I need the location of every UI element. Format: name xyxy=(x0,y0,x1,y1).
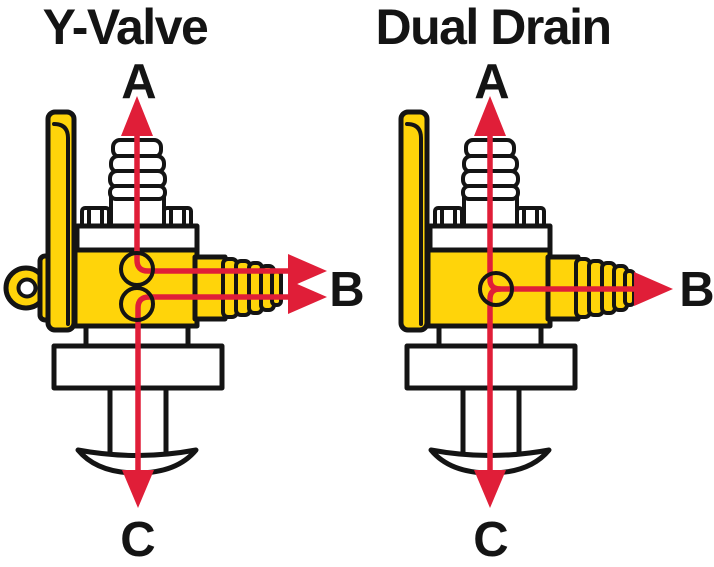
port-label-c-right: C xyxy=(473,513,509,567)
ball-port-bottom xyxy=(119,286,155,322)
port-label-b-right: B xyxy=(679,263,714,317)
valve-assembly xyxy=(401,112,634,473)
flow-line-c-to-b xyxy=(135,294,301,479)
y-valve-illustration xyxy=(3,96,327,508)
arrowhead-a xyxy=(121,96,153,136)
ball-port xyxy=(478,271,514,307)
arrowhead-c xyxy=(122,470,154,508)
diagram-title-dual-drain: Dual Drain xyxy=(375,0,612,55)
diagram-title-y-valve: Y-Valve xyxy=(42,0,209,55)
arrowhead-b-top xyxy=(288,254,327,288)
ball-port-top xyxy=(119,251,155,287)
port-label-a-left: A xyxy=(121,55,157,109)
pull-ring-hole xyxy=(16,277,38,299)
port-label-a-right: A xyxy=(474,55,510,109)
arrowhead-a xyxy=(474,96,506,136)
arrowhead-b xyxy=(634,272,673,306)
flow-line-a-to-b xyxy=(134,119,301,274)
valve-assembly xyxy=(48,112,281,473)
port-label-c-left: C xyxy=(120,513,156,567)
flow-line-branch-c xyxy=(487,286,503,479)
arrowhead-c xyxy=(474,470,506,508)
arrowhead-b-bottom xyxy=(288,280,327,314)
port-label-b-left: B xyxy=(329,263,365,317)
dual-drain-illustration xyxy=(401,96,673,508)
